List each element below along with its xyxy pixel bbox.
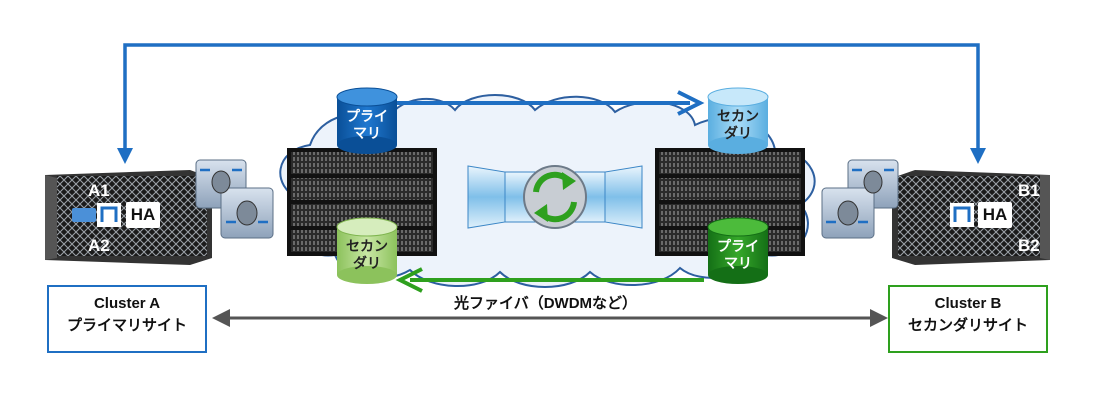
cluster-b-switches <box>821 159 899 239</box>
arrowhead-right <box>677 90 705 116</box>
arrowhead-left-grey <box>212 309 230 327</box>
node-label-a1: A1 <box>88 181 110 200</box>
cluster-a-role: プライマリサイト <box>66 317 187 334</box>
ha-badge-a: HA <box>126 202 160 228</box>
volume-a-primary-label: プライ マリ <box>346 108 388 141</box>
volume-b-secondary-label: セカン ダリ <box>717 108 759 141</box>
arrowhead-left <box>395 267 423 293</box>
ha-badge-b: HA <box>978 202 1012 228</box>
cluster-b-name: Cluster B <box>934 295 1002 312</box>
node-label-b2: B2 <box>1018 236 1040 255</box>
cluster-b-box: Cluster B セカンダリサイト <box>888 285 1048 353</box>
cluster-a-name: Cluster A <box>93 295 161 312</box>
arrowhead-down-right <box>970 148 986 164</box>
cluster-b-chassis <box>892 170 1050 265</box>
volume-b-secondary <box>707 87 769 154</box>
volume-a-secondary <box>336 217 398 284</box>
cluster-peering-line <box>123 43 980 160</box>
node-label-a2: A2 <box>88 236 110 255</box>
sync-icon <box>533 171 577 223</box>
node-label-b1: B1 <box>1018 181 1040 200</box>
volume-a-secondary-label: セカン ダリ <box>346 238 388 271</box>
cluster-a-switches <box>195 159 274 239</box>
arrowhead-right-grey <box>870 309 888 327</box>
cluster-b-role: セカンダリサイト <box>907 317 1028 334</box>
volume-b-primary-label: プライ マリ <box>717 238 759 271</box>
cluster-a-box: Cluster A プライマリサイト <box>47 285 207 353</box>
volume-a-primary <box>336 87 398 154</box>
arrowhead-down-left <box>117 148 133 164</box>
volume-b-primary <box>707 217 769 284</box>
fiber-link-label: 光ファイバ（DWDMなど） <box>448 292 644 313</box>
